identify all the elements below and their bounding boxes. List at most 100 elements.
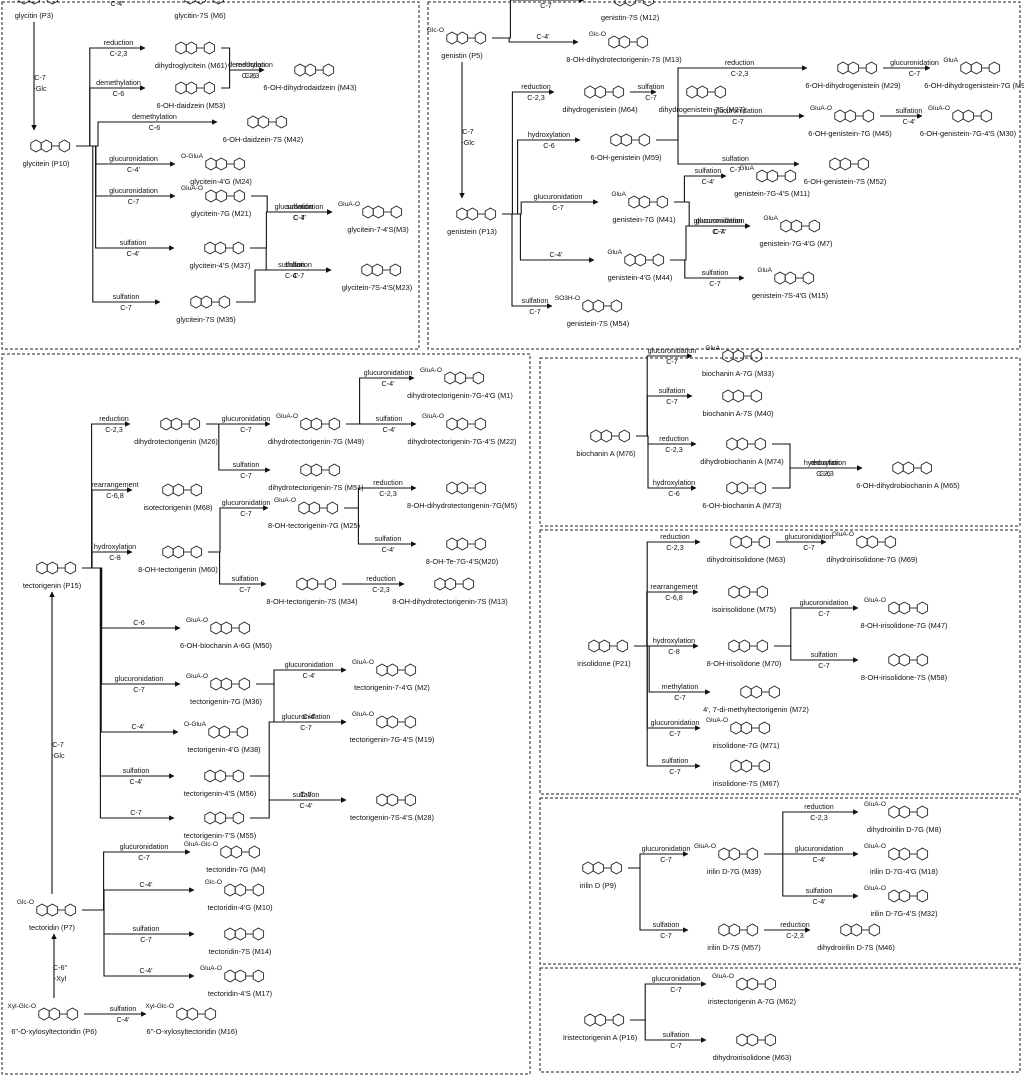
reaction-arrow	[82, 567, 181, 687]
substituent-label: GluA-O	[864, 885, 886, 892]
benzene-ring-a	[740, 685, 752, 699]
benzene-ring-b	[808, 219, 821, 233]
benzene-ring-a	[736, 977, 748, 991]
substituent-label: GluA-O	[181, 185, 203, 192]
compound-name: tectorigenin-7-4'G (M2)	[354, 683, 430, 692]
compound-name: dihydrotectorigenin-7G-4'S (M22)	[407, 437, 516, 446]
reaction-arrow	[82, 887, 195, 911]
pyran-ring-c	[386, 793, 399, 807]
benzene-ring-b	[462, 577, 475, 591]
compound-node: tectorigenin-7S-4'S (M28)	[350, 793, 434, 822]
pyran-ring-c	[214, 811, 227, 825]
reaction-site-label: C-7	[293, 271, 305, 280]
reaction-site-label: -Glc	[33, 84, 47, 93]
pyran-ring-c	[215, 189, 228, 203]
compound-name: 8-OH-Te-7G-4'S(M20)	[426, 557, 498, 566]
reaction-site-label: C-7	[138, 853, 150, 862]
compound-name: genistein-7G-4'S (M11)	[734, 189, 810, 198]
pyran-ring-c	[592, 299, 605, 313]
compound-name: glycitein-7S-4'S(M23)	[342, 283, 412, 292]
reaction-label: sulfation	[286, 202, 313, 211]
benzene-ring-b	[236, 725, 249, 739]
reaction-site-label: C-4'	[383, 425, 397, 434]
reaction-label: reduction	[810, 458, 840, 467]
pyran-ring-c	[46, 561, 59, 575]
compound-node: 8-OH-irisolidone (M70)	[707, 639, 781, 668]
benzene-ring-a	[205, 189, 217, 203]
benzene-ring-a	[582, 861, 594, 875]
benzene-ring-a	[888, 601, 900, 615]
compound-name: glycitein-7G (M21)	[191, 209, 251, 218]
pyran-ring-c	[308, 501, 321, 515]
benzene-ring-a	[162, 545, 174, 559]
benzene-ring-a	[162, 483, 174, 497]
compound-node: dihydrogenistein-7S (M27)	[659, 85, 745, 114]
compound-node: glycitein (P10)	[23, 139, 71, 168]
benzene-ring-b	[746, 847, 759, 861]
reaction-site-label: C-6	[113, 89, 125, 98]
reaction-label: C-7	[34, 73, 46, 82]
compound-name: 6-OH-genistein-7G (M45)	[808, 129, 891, 138]
compound-name: genistin-7S (M12)	[601, 13, 659, 22]
compound-name: 6"-O-xylosyltectoridin (M16)	[147, 1027, 238, 1036]
benzene-ring-b	[232, 769, 245, 783]
benzene-ring-a	[774, 271, 786, 285]
benzene-ring-a	[434, 577, 446, 591]
benzene-ring-a	[184, 0, 196, 5]
pyran-ring-c	[218, 725, 231, 739]
benzene-ring-b	[252, 927, 265, 941]
reaction-arrow	[636, 393, 693, 437]
benzene-ring-a	[628, 195, 640, 209]
compound-name: 6"-O-xylosyltectoridin (P6)	[11, 1027, 97, 1036]
reaction-arrow	[76, 119, 218, 147]
substituent-label: GluA-O	[338, 201, 360, 208]
pyran-ring-c	[306, 577, 319, 591]
reaction-label: sulfation	[113, 292, 140, 301]
reaction-site-label: C-7	[552, 203, 564, 212]
compound-name: tectorigenin-7G-4'S (M19)	[350, 735, 435, 744]
pyran-ring-c	[740, 721, 753, 735]
reaction-site-label: C-2,3	[810, 813, 828, 822]
benzene-ring-a	[722, 389, 734, 403]
reaction-arrow	[656, 113, 805, 141]
benzene-ring-a	[952, 109, 964, 123]
substituent-label: GluA-O	[276, 413, 298, 420]
reaction-label: glucuronidation	[109, 186, 158, 195]
panel-irilin	[539, 797, 1021, 965]
benzene-ring-a	[756, 169, 768, 183]
compound-name: tectoridin-7G (M4)	[206, 865, 266, 874]
benzene-ring-b	[656, 195, 669, 209]
panel-irisolidone	[539, 529, 1021, 795]
benzene-ring-a	[590, 429, 602, 443]
reaction-site-label: C-6,8	[665, 593, 683, 602]
benzene-ring-b	[868, 923, 881, 937]
compound-node: tectorigenin-7'S (M55)	[184, 811, 256, 840]
pyran-ring-c	[28, 0, 41, 5]
compound-name: glycitein-4'G (M24)	[190, 177, 252, 186]
benzene-ring-a	[300, 417, 312, 431]
reaction-arrow	[670, 259, 745, 281]
reaction-label: reduction	[659, 434, 689, 443]
pyran-ring-c	[728, 923, 741, 937]
reaction-site-label: C-4'	[903, 117, 917, 126]
benzene-ring-b	[612, 85, 625, 99]
benzene-ring-a	[30, 139, 42, 153]
pyran-ring-c	[310, 463, 323, 477]
pyran-ring-c	[214, 769, 227, 783]
reaction-arrow	[674, 173, 727, 203]
pyran-ring-c	[746, 977, 759, 991]
pyran-ring-c	[456, 417, 469, 431]
pyran-ring-c	[624, 0, 637, 7]
benzene-ring-a	[456, 207, 468, 221]
reaction-arrow	[492, 37, 579, 45]
reaction-label: sulfation	[806, 886, 833, 895]
compound-node: 6-OH-daidzein-7S (M42)	[223, 115, 303, 144]
